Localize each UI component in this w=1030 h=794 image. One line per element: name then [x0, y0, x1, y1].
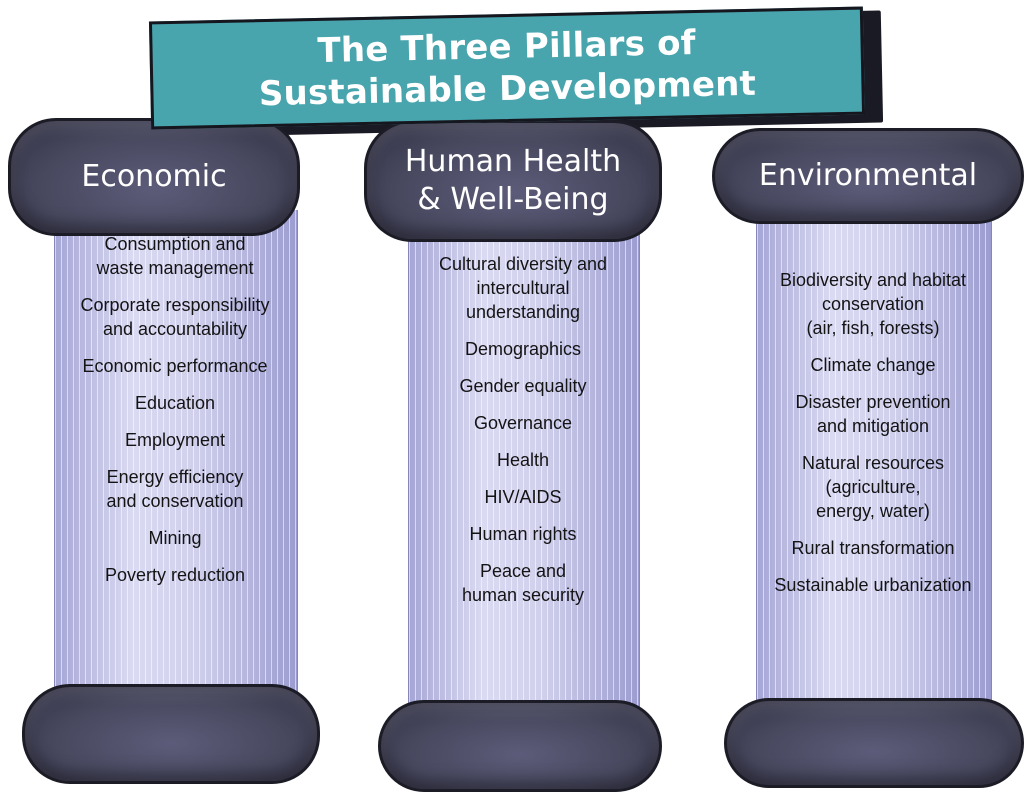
- pillar-item-list: Cultural diversity and intercultural under…: [408, 252, 638, 620]
- list-item: Natural resources (agriculture, energy, wa…: [802, 451, 944, 523]
- list-item-line: Biodiversity and habitat: [779, 270, 967, 290]
- list-item: Corporate responsibility and accountabili…: [80, 293, 269, 341]
- list-item-line: and mitigation: [816, 416, 930, 436]
- list-item: Sustainable urbanization: [774, 573, 971, 597]
- list-item-line: Gender equality: [459, 376, 587, 396]
- title-banner: The Three Pillars of Sustainable Develop…: [148, 6, 866, 130]
- list-item-line: (agriculture,: [825, 477, 921, 497]
- list-item: HIV/AIDS: [484, 485, 561, 509]
- list-item-line: Consumption and: [104, 234, 246, 254]
- list-item: Governance: [474, 411, 572, 435]
- list-item: Cultural diversity and intercultural under…: [439, 252, 607, 324]
- list-item: Disaster prevention and mitigation: [795, 390, 950, 438]
- list-item-line: Governance: [473, 413, 573, 433]
- pillar-base: [22, 684, 320, 784]
- list-item-line: Corporate responsibility: [80, 295, 270, 315]
- pillar-cap: Human Health& Well-Being: [364, 120, 662, 242]
- list-item-line: intercultural: [476, 278, 570, 298]
- pillar-base: [724, 698, 1024, 788]
- list-item-line: and accountability: [102, 319, 248, 339]
- list-item-line: and conservation: [106, 491, 244, 511]
- pillar-heading: Economic: [81, 159, 227, 194]
- list-item-line: Mining: [148, 528, 202, 548]
- list-item-line: human security: [461, 585, 585, 605]
- pillar-base: [378, 700, 662, 792]
- list-item: Human rights: [469, 522, 576, 546]
- list-item: Economic performance: [82, 354, 267, 378]
- list-item: Education: [135, 391, 215, 415]
- list-item-line: Demographics: [464, 339, 582, 359]
- list-item: Demographics: [465, 337, 581, 361]
- list-item: Biodiversity and habitat conservation (air…: [780, 268, 966, 340]
- list-item-line: Cultural diversity and: [438, 254, 608, 274]
- list-item-line: understanding: [465, 302, 581, 322]
- pillar-heading: Human Health: [404, 144, 622, 179]
- list-item-line: Peace and: [479, 561, 567, 581]
- list-item-line: Human rights: [469, 524, 577, 544]
- list-item-line: Education: [134, 393, 216, 413]
- list-item-line: conservation: [821, 294, 925, 314]
- pillar-shaft: [756, 204, 992, 712]
- list-item: Poverty reduction: [105, 563, 245, 587]
- list-item-line: Energy efficiency: [106, 467, 244, 487]
- pillar-cap: Environmental: [712, 128, 1024, 224]
- list-item: Energy efficiency and conservation: [106, 465, 243, 513]
- pillar-cap: Economic: [8, 118, 300, 236]
- list-item-line: Health: [496, 450, 550, 470]
- pillar-heading: & Well-Being: [417, 182, 609, 217]
- pillar-shaft: [54, 210, 298, 702]
- list-item: Climate change: [810, 353, 935, 377]
- list-item-line: energy, water): [816, 501, 930, 521]
- list-item-line: Climate change: [810, 355, 936, 375]
- list-item: Employment: [125, 428, 225, 452]
- list-item: Gender equality: [459, 374, 586, 398]
- list-item: Mining: [148, 526, 201, 550]
- pillar-item-list: Biodiversity and habitat conservation (air…: [756, 268, 990, 610]
- list-item: Peace and human security: [462, 559, 584, 607]
- list-item: Health: [497, 448, 549, 472]
- list-item-line: Sustainable urbanization: [774, 575, 972, 595]
- list-item-line: Economic performance: [82, 356, 268, 376]
- list-item-line: HIV/AIDS: [484, 487, 562, 507]
- list-item-line: (air, fish, forests): [806, 318, 940, 338]
- list-item-line: Poverty reduction: [104, 565, 246, 585]
- pillar-heading: Environmental: [758, 158, 978, 193]
- title-line-2: Sustainable Development: [258, 63, 757, 115]
- list-item-line: Rural transformation: [791, 538, 955, 558]
- list-item-line: Disaster prevention: [795, 392, 951, 412]
- list-item-line: Natural resources: [801, 453, 945, 473]
- list-item: Rural transformation: [791, 536, 954, 560]
- pillar-shaft: [408, 218, 640, 714]
- list-item-line: waste management: [96, 258, 254, 278]
- list-item: Consumption and waste management: [96, 232, 253, 280]
- list-item-line: Employment: [124, 430, 226, 450]
